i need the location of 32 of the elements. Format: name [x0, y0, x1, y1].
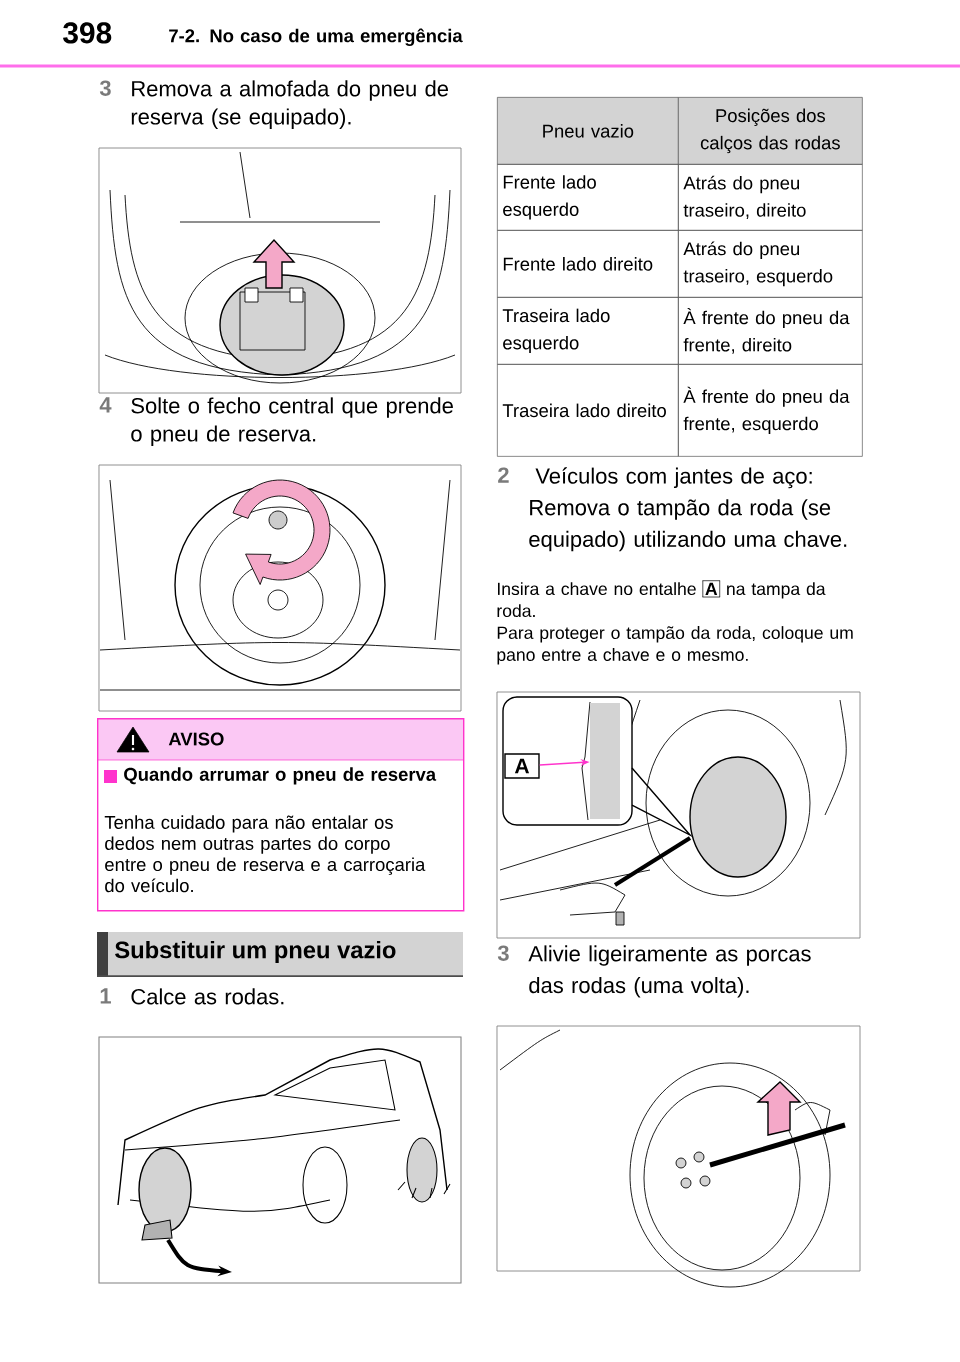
step-text: Solte o fecho central que prende o pneu de reserva. [131, 397, 453, 446]
step-number: 2 [498, 467, 509, 483]
table-cell: À frente do pneu da frente, direito [678, 297, 863, 365]
table-cell: Traseira lado esquerdo [497, 297, 679, 365]
table-cell: Frente lado direito [497, 230, 679, 298]
table-header-cell: Pneu vazio [497, 97, 679, 165]
label: Insira a chave no entalhe [497, 582, 696, 596]
step-number: 3 [99, 80, 111, 96]
warning-text: Tenha cuidado para não entalar os dedos nem outras partes do corpo entre o pneu de reserva e a carroçaria do veículo. [104, 815, 426, 893]
warning-heading: Quando arrumar o pneu de reserva [124, 767, 437, 785]
label: A [705, 582, 718, 595]
page-number: 398 [63, 22, 112, 44]
table-cell: À frente do pneu da frente, esquerdo [678, 364, 863, 457]
table-cell: Traseira lado direito [497, 364, 679, 457]
label: Para proteger o tampão da roda, coloque um pano entre a chave e o mesmo. [497, 626, 853, 665]
step-text: Veículos com jantes de aço: Remova o tampão da roda (se equipado) utilizando uma chave. [529, 467, 847, 552]
step-number: 3 [497, 945, 509, 961]
section-heading: Substituir um pneu vazio [96, 932, 464, 977]
step-text: Remova a almofada do pneu de reserva (se equipado). [131, 80, 448, 129]
wheel-cap-edge [590, 703, 620, 819]
callout-letter: A [504, 753, 540, 779]
running-header: 7-2. No caso de uma emergência [169, 28, 463, 47]
warning-title: AVISO [168, 732, 224, 746]
label: na tampa da [727, 582, 826, 599]
label: roda. [497, 604, 535, 618]
step-text: Alivie ligeiramente as porcas das rodas (uma volta). [528, 945, 811, 998]
step-number: 4 [99, 397, 112, 413]
table-header-cell: Posições dos calços das rodas [678, 97, 863, 165]
instruction-text: Insira a chave no entalhe A na tampa da roda. Para proteger o tampão da roda, coloque um pano entre a chave e o mesmo. [497, 580, 853, 665]
table-cell: Atrás do pneu traseiro, direito [678, 164, 863, 231]
table-cell: Frente lado esquerdo [497, 164, 679, 231]
table-cell: Atrás do pneu traseiro, esquerdo [678, 230, 863, 298]
